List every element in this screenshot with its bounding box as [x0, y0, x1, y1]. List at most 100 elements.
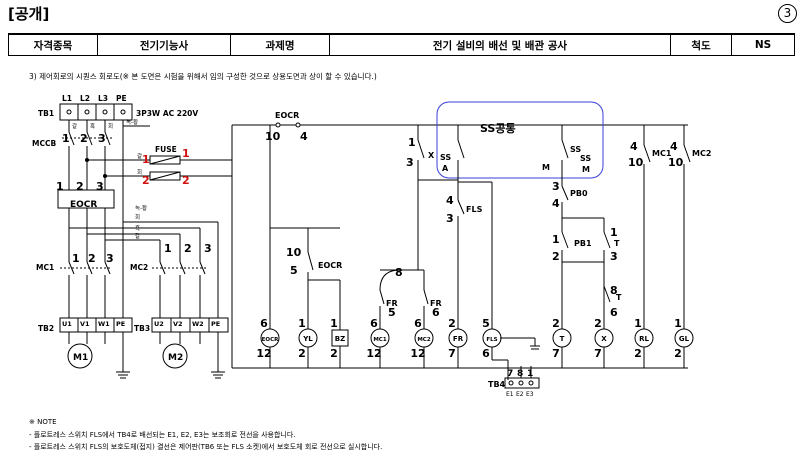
load-mc1-pin-top: 6 [370, 317, 378, 330]
load-eocr-pin-top: 6 [260, 317, 268, 330]
pb1-pin-2: 2 [552, 250, 560, 263]
pb0-pin-4: 4 [552, 197, 560, 210]
ss-m-label-sub: M [582, 165, 590, 174]
eocr-in-3: 3 [96, 180, 104, 193]
cell-qual-label: 자격종목 [8, 33, 98, 56]
ss-m-contact-label: SS [570, 145, 581, 154]
pb1-label: PB1 [574, 239, 592, 248]
ss-a-sub: A [442, 164, 449, 173]
fr-pin-8: 8 [395, 266, 403, 279]
load-gl-pin-bottom: 2 [674, 347, 682, 360]
mc2-power-label: MC2 [130, 263, 148, 272]
t-lower-pin-8: 8 [610, 284, 618, 297]
wire-color-ground: 녹-황 [126, 118, 138, 126]
eocr-nc-label: EOCR [318, 261, 342, 270]
tb1-term-l2 [84, 109, 90, 115]
eocr-nc-pin-5: 5 [290, 264, 298, 277]
mc1-in-3: 3 [106, 252, 114, 265]
mc2-in-2: 2 [184, 242, 192, 255]
wire-color-black: 흑 [90, 122, 95, 130]
motor-m2-label: M2 [168, 353, 183, 363]
load-fr-pin-bottom: 7 [448, 347, 456, 360]
tb4-label: TB4 [488, 380, 506, 389]
tb2-term-w1: W1 [98, 320, 110, 328]
fuse-label: FUSE [155, 145, 177, 154]
eocr-out-gray: 회 [135, 213, 140, 221]
page-number: 3 [778, 4, 797, 23]
mc2-in-1: 1 [164, 242, 172, 255]
load-rl-pin-top: 1 [634, 317, 642, 330]
mc2-in-3: 3 [204, 242, 212, 255]
fr-contact-a-label: FR [386, 299, 398, 308]
tb4-term-e2: E2 [516, 391, 524, 398]
fuse-num-1a: 1 [142, 153, 150, 166]
x-pin-1: 1 [408, 136, 416, 149]
load-fls-pin-top: 5 [482, 317, 490, 330]
header-tag: [공개] [8, 5, 50, 23]
tb4-term-e1: E1 [506, 391, 514, 398]
tb1-term-l1 [66, 109, 72, 115]
load-mc1-pin-bottom: 12 [366, 347, 381, 360]
t-lower-pin-6: 6 [610, 306, 618, 319]
load-mc2-pin-bottom: 12 [410, 347, 425, 360]
fls-contact-label: FLS [466, 205, 483, 214]
mc2-pin-4: 4 [670, 140, 678, 153]
load-mc2-pin-top: 6 [414, 317, 422, 330]
load-bz-label: BZ [335, 335, 345, 343]
mccb-label: MCCB [32, 139, 56, 148]
eocr-power-block [57, 189, 115, 209]
load-t-pin-bottom: 7 [552, 347, 560, 360]
fls-pin-4: 4 [446, 194, 454, 207]
load-x-pin-bottom: 7 [594, 347, 602, 360]
motor-m1 [67, 343, 93, 369]
tb2-label: TB2 [38, 324, 54, 333]
eocr-out-brown: 갈 [135, 232, 140, 240]
mc1-contact-label: MC1 [652, 149, 672, 158]
motor-m2 [162, 343, 188, 369]
load-rl-label: RL [639, 335, 649, 343]
tb3-term-w2: W2 [192, 320, 204, 328]
t-pin-3: 3 [610, 250, 618, 263]
cell-scale-value: NS [731, 33, 795, 56]
fr-contact-b-label: FR [430, 299, 442, 308]
load-yl-label: YL [302, 335, 313, 343]
phase-l1: L1 [62, 94, 72, 103]
pb0-label: PB0 [570, 189, 588, 198]
load-yl-pin-bottom: 2 [298, 347, 306, 360]
tb2-term-pe: PE [116, 320, 125, 328]
load-bz-pin-top: 1 [330, 317, 338, 330]
ss-common-box [436, 101, 604, 179]
mccb-in-2: 2 [80, 132, 88, 145]
tb2-term-v1: V1 [80, 320, 90, 328]
fuse-num-1b: 1 [182, 147, 190, 160]
info-table: 자격종목 전기기능사 과제명 전기 설비의 배선 및 배관 공사 척도 NS [8, 33, 795, 56]
eocr-out-black: 흑 [135, 224, 140, 232]
phase-pe: PE [116, 94, 127, 103]
eocr-in-1: 1 [56, 180, 64, 193]
mc2-contact-label: MC2 [692, 149, 711, 158]
eocr-top-pin-4: 4 [300, 130, 308, 143]
mccb-contact-2 [86, 131, 93, 146]
mccb-in-3: 3 [98, 132, 106, 145]
load-t-pin-top: 2 [552, 317, 560, 330]
eocr-top-label: EOCR [275, 111, 299, 120]
tb3-term-pe: PE [211, 320, 220, 328]
eocr-in-2: 2 [76, 180, 84, 193]
fr-pin-6: 6 [432, 306, 440, 319]
eocr-nc-pin-10: 10 [286, 246, 302, 259]
load-fr-pin-top: 2 [448, 317, 456, 330]
load-mc1-label: MC1 [373, 337, 387, 343]
load-mc2-label: MC2 [417, 337, 431, 343]
fuse-wire-top: 갈 [137, 152, 142, 160]
tb4-pin-7: 7 [507, 369, 513, 379]
load-eocr-pin-bottom: 12 [256, 347, 271, 360]
fuse-num-2b: 2 [182, 174, 190, 187]
load-eocr-label: EOCR [262, 337, 279, 343]
load-x-label: X [601, 335, 607, 343]
load-gl-label: GL [679, 335, 690, 343]
mc1-in-1: 1 [72, 252, 80, 265]
tb4-pin-1: 1 [527, 369, 533, 379]
tb1-term-pe [120, 109, 126, 115]
pb1-pin-1: 1 [552, 233, 560, 246]
